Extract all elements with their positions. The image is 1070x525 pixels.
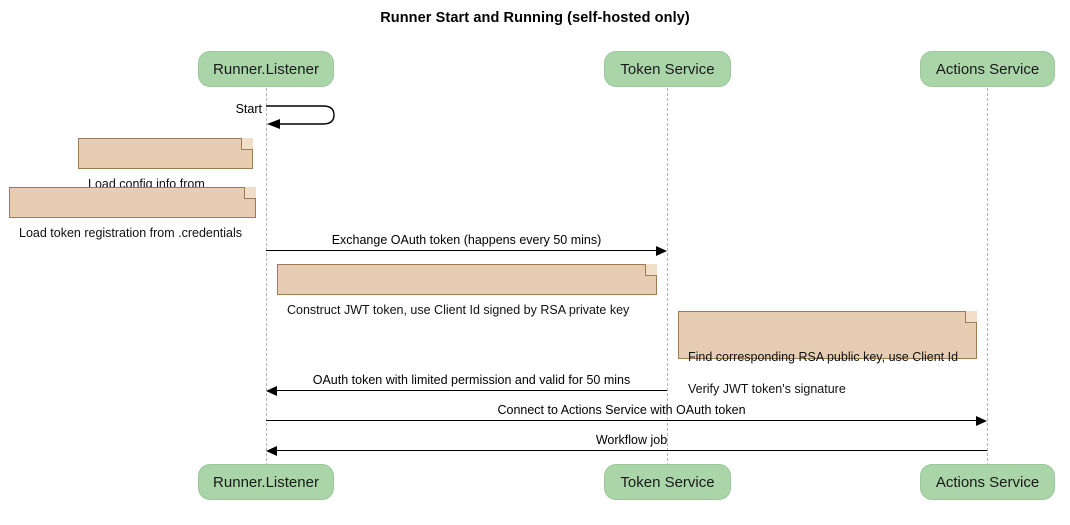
page-title: Runner Start and Running (self-hosted on…: [380, 10, 690, 26]
message-connect-actions-service[interactable]: [266, 416, 987, 426]
participant-label: Runner.Listener: [213, 60, 319, 78]
lifeline-actions: [987, 88, 988, 466]
note-construct-jwt: Construct JWT token, use Client Id signe…: [277, 264, 657, 317]
message-label-connect-actions-service: Connect to Actions Service with OAuth to…: [497, 403, 746, 417]
note-fold-icon: [645, 264, 657, 276]
participant-label: Actions Service: [935, 473, 1040, 491]
participant-token-service-bottom[interactable]: Token Service: [604, 464, 731, 500]
note-load-config: Load config info from .runner: [78, 138, 253, 207]
participant-label: Token Service: [620, 60, 715, 78]
message-exchange-oauth-token[interactable]: [266, 246, 667, 256]
arrowhead-right-icon: [656, 246, 667, 256]
note-load-token-registration: Load token registration from .credential…: [9, 187, 256, 240]
message-label-workflow-job: Workflow job: [595, 433, 668, 447]
message-label-oauth-token-returned: OAuth token with limited permission and …: [312, 373, 631, 387]
lifeline-token: [667, 88, 668, 466]
note-fold-icon: [965, 311, 977, 323]
lifeline-runner: [266, 88, 267, 466]
note-fold-icon: [244, 187, 256, 199]
note-text: Construct JWT token, use Client Id signe…: [287, 303, 630, 317]
note-text-line-2: Verify JWT token's signature: [688, 382, 846, 396]
participant-label: Actions Service: [935, 60, 1040, 78]
participant-runner-listener-top[interactable]: Runner.Listener: [198, 51, 334, 87]
self-message-start[interactable]: [266, 104, 346, 132]
participant-actions-service-bottom[interactable]: Actions Service: [920, 464, 1055, 500]
note-text-line-1: Find corresponding RSA public key, use C…: [688, 350, 959, 364]
message-oauth-token-returned[interactable]: [266, 386, 667, 396]
participant-runner-listener-bottom[interactable]: Runner.Listener: [198, 464, 334, 500]
note-verify-jwt: Find corresponding RSA public key, use C…: [678, 311, 977, 396]
participant-label: Runner.Listener: [213, 473, 319, 491]
self-message-label-start: Start: [235, 102, 262, 116]
arrowhead-left-icon: [266, 386, 277, 396]
participant-token-service-top[interactable]: Token Service: [604, 51, 731, 87]
note-text: Load token registration from .credential…: [19, 226, 243, 240]
message-workflow-job[interactable]: [266, 446, 987, 456]
participant-label: Token Service: [620, 473, 715, 491]
arrowhead-right-icon: [976, 416, 987, 426]
arrowhead-left-icon: [266, 446, 277, 456]
note-fold-icon: [241, 138, 253, 150]
participant-actions-service-top[interactable]: Actions Service: [920, 51, 1055, 87]
message-label-exchange-oauth-token: Exchange OAuth token (happens every 50 m…: [331, 233, 602, 247]
